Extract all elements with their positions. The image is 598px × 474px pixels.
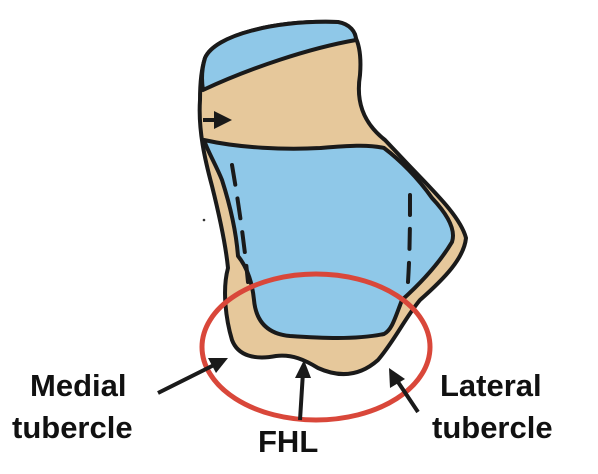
label-lateral: Lateral — [440, 368, 542, 403]
dashed-line-medial — [230, 163, 250, 284]
superior-cartilage-cap — [199, 19, 358, 92]
lateral-tubercle-arrow-head — [389, 368, 405, 388]
fhl-arrow-head — [295, 360, 311, 378]
label-lateral-tubercle: tubercle — [432, 410, 553, 445]
medial-tubercle-arrow-head — [208, 358, 228, 373]
label-fhl: FHL — [258, 424, 318, 459]
dashed-line-lateral — [406, 193, 412, 284]
label-medial: Medial — [30, 368, 126, 403]
posterior-process-ring — [199, 271, 433, 423]
medial-tubercle-arrow — [157, 361, 219, 395]
speck — [202, 218, 206, 222]
fhl-arrow — [298, 371, 305, 421]
lateral-tubercle-arrow — [394, 377, 420, 414]
articular-surface — [202, 138, 455, 340]
upper-arrow-head — [214, 111, 232, 129]
label-medial-tubercle: tubercle — [12, 410, 133, 445]
